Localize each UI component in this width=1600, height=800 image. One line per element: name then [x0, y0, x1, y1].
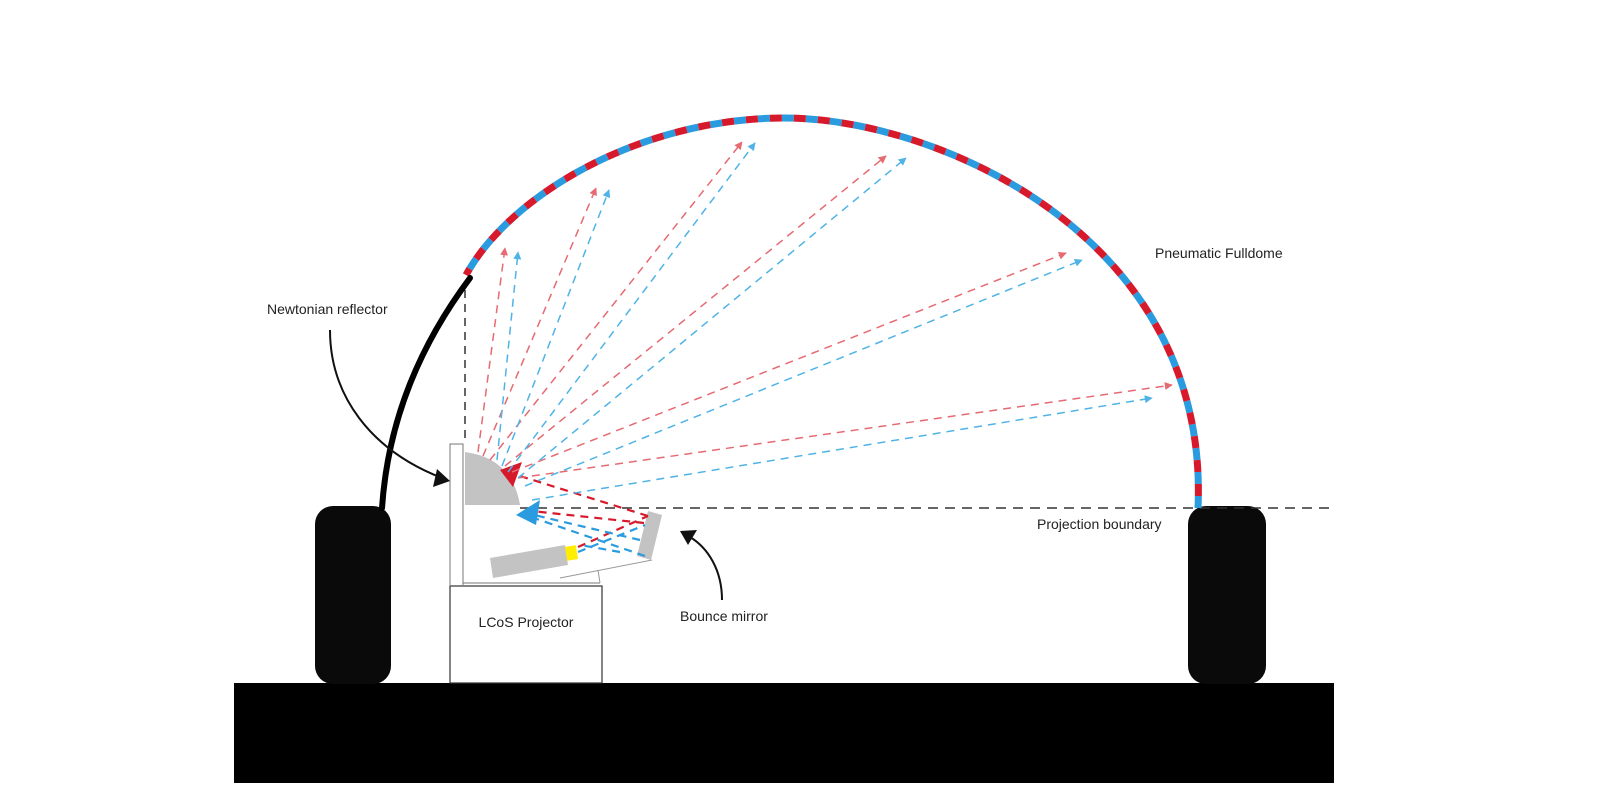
- newtonian-callout-arrowhead: [433, 469, 450, 487]
- newtonian-callout-arrow: [329, 329, 443, 479]
- projector-body: [490, 545, 568, 578]
- projected-rays-blue: [496, 142, 1153, 501]
- ground-base: [234, 683, 1334, 783]
- pneumatic-fulldome-label: Pneumatic Fulldome: [1155, 245, 1283, 261]
- fulldome-arc-red: [462, 114, 1202, 509]
- fulldome-arc-blue: [462, 114, 1202, 509]
- projector-lens: [564, 545, 579, 561]
- blue-beam-origin-arrow: [516, 500, 540, 525]
- left-tire: [315, 506, 391, 684]
- bounce-callout-arrow: [689, 536, 723, 601]
- projection-boundary-label: Projection boundary: [1037, 516, 1162, 532]
- bounce-mirror-label: Bounce mirror: [680, 608, 768, 624]
- newtonian-reflector-label: Newtonian reflector: [267, 301, 388, 317]
- bounce-mirror: [637, 511, 662, 560]
- bounce-callout-arrowhead: [680, 530, 697, 545]
- internal-beams: [519, 474, 649, 558]
- dome-edge-support: [379, 275, 473, 511]
- newtonian-reflector-mirror: [465, 452, 520, 505]
- red-beam-origin-arrow: [500, 462, 522, 487]
- right-tire: [1188, 506, 1266, 684]
- mount-strut-2: [597, 569, 601, 584]
- projected-rays-red: [477, 141, 1173, 479]
- lcos-projector-label: LCoS Projector: [478, 614, 574, 630]
- mount-strut: [559, 559, 653, 579]
- housing-outline: [449, 443, 464, 585]
- lcos-projector-box: [449, 585, 603, 684]
